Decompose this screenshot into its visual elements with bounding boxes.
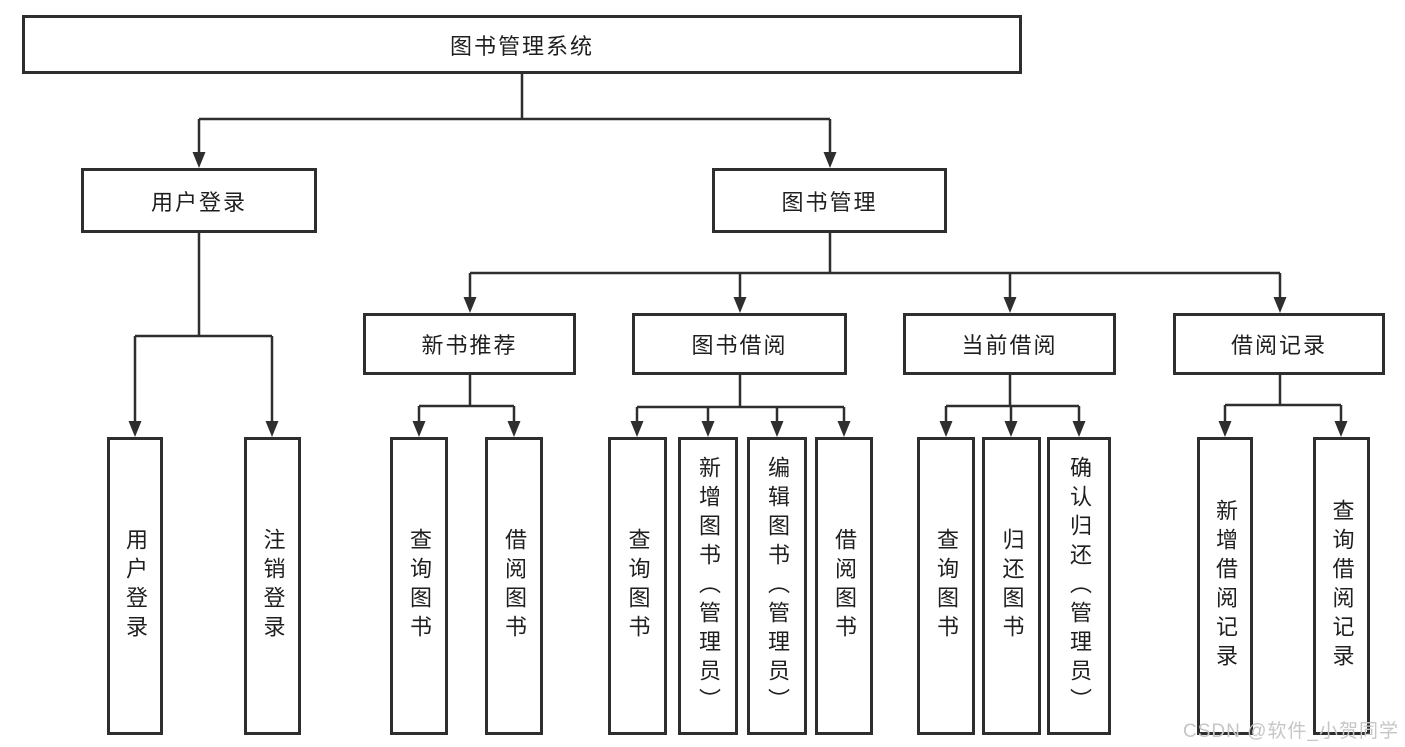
connector-current-borrowing-to-leaves bbox=[944, 375, 1081, 423]
connector-book-borrowing-to-leaves bbox=[635, 375, 846, 423]
node-label: 用户登录 bbox=[123, 528, 148, 644]
node-label: 新增借阅记录 bbox=[1213, 499, 1238, 673]
node-label: 借阅图书 bbox=[832, 528, 857, 644]
leaf-add-borrow-record: 新增借阅记录 bbox=[1197, 437, 1253, 735]
node-book-management: 图书管理 bbox=[712, 168, 947, 233]
node-book-borrowing: 图书借阅 bbox=[632, 313, 847, 375]
leaf-query-books-borrowing: 查询图书 bbox=[608, 437, 667, 735]
leaf-borrow-books-borrowing: 借阅图书 bbox=[815, 437, 873, 735]
node-user-login: 用户登录 bbox=[81, 168, 317, 233]
node-label: 图书管理 bbox=[781, 189, 878, 215]
leaf-query-books-recommend: 查询图书 bbox=[390, 437, 448, 735]
leaf-confirm-return-admin: 确认归还（管理员） bbox=[1047, 437, 1111, 735]
leaf-logout: 注销登录 bbox=[244, 437, 301, 735]
node-label: 查询图书 bbox=[934, 528, 959, 644]
leaf-edit-books-admin: 编辑图书（管理员） bbox=[747, 437, 807, 735]
leaf-query-borrow-record: 查询借阅记录 bbox=[1313, 437, 1370, 735]
node-label: 新增图书（管理员） bbox=[696, 455, 721, 717]
node-label: 当前借阅 bbox=[961, 333, 1058, 358]
leaf-user-login: 用户登录 bbox=[107, 437, 163, 735]
node-label: 编辑图书（管理员） bbox=[765, 455, 790, 717]
node-borrowing-records: 借阅记录 bbox=[1173, 313, 1385, 375]
node-label: 注销登录 bbox=[260, 528, 286, 644]
connector-book-management-to-level3 bbox=[468, 233, 1282, 299]
node-label: 借阅图书 bbox=[502, 528, 527, 644]
node-new-book-recommend: 新书推荐 bbox=[363, 313, 576, 375]
node-label: 图书管理系统 bbox=[449, 33, 594, 59]
node-label: 用户登录 bbox=[150, 189, 247, 215]
connector-root-to-level2 bbox=[197, 74, 832, 153]
leaf-query-books-current: 查询图书 bbox=[917, 437, 975, 735]
csdn-watermark: CSDN @软件_小贺同学 bbox=[1183, 721, 1399, 742]
node-library-management-system: 图书管理系统 bbox=[22, 15, 1022, 74]
node-label: 查询图书 bbox=[407, 528, 432, 644]
node-label: 确认归还（管理员） bbox=[1067, 455, 1092, 717]
connector-user-login-to-leaves bbox=[133, 233, 274, 423]
leaf-return-books: 归还图书 bbox=[982, 437, 1041, 735]
node-label: 新书推荐 bbox=[421, 333, 518, 358]
node-label: 查询借阅记录 bbox=[1329, 499, 1355, 673]
node-label: 图书借阅 bbox=[691, 333, 788, 358]
connector-new-book-recommend-to-leaves bbox=[417, 375, 516, 423]
node-label: 查询图书 bbox=[625, 528, 651, 644]
node-current-borrowing: 当前借阅 bbox=[903, 313, 1116, 375]
leaf-add-books-admin: 新增图书（管理员） bbox=[678, 437, 738, 735]
leaf-borrow-books-recommend: 借阅图书 bbox=[485, 437, 543, 735]
connector-borrowing-records-to-leaves bbox=[1223, 375, 1343, 423]
node-label: 归还图书 bbox=[999, 528, 1025, 644]
node-label: 借阅记录 bbox=[1230, 333, 1327, 358]
